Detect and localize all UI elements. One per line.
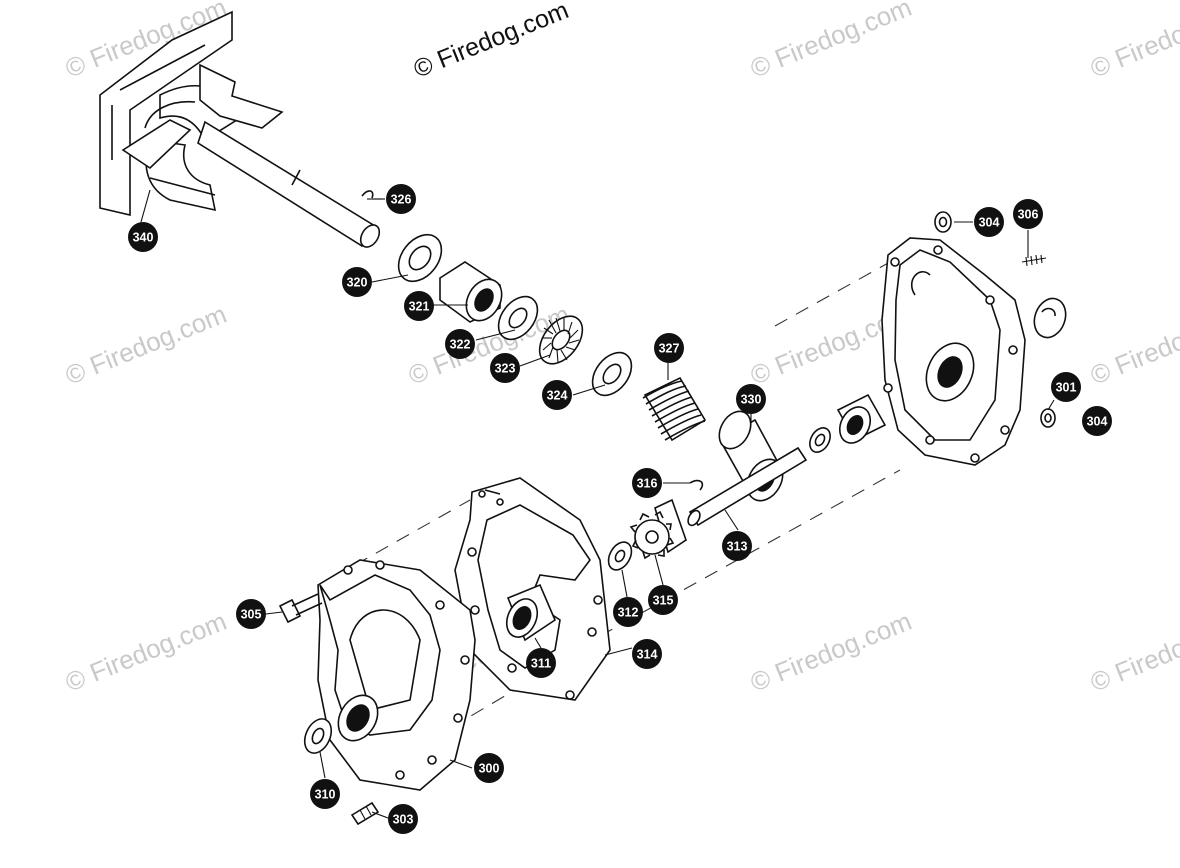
callout-label: 315 <box>653 594 674 608</box>
callout-311[interactable]: 311 <box>526 648 556 678</box>
part-323-thrust-bearing <box>538 315 584 365</box>
callout-312[interactable]: 312 <box>613 597 643 627</box>
callout-label: 304 <box>979 216 1000 230</box>
part-340-impeller-shaft <box>99 10 381 248</box>
callout-303[interactable]: 303 <box>388 804 418 834</box>
part-312-washer <box>607 541 633 571</box>
part-316-key <box>689 479 704 491</box>
part-303-screw <box>350 801 380 826</box>
callout-324[interactable]: 324 <box>542 380 572 410</box>
part-326-pin <box>361 190 382 200</box>
callout-label: 330 <box>741 393 762 407</box>
callout-321[interactable]: 321 <box>404 291 434 321</box>
callout-305[interactable]: 305 <box>236 599 266 629</box>
callout-label: 320 <box>347 276 368 290</box>
callout-label: 327 <box>659 342 680 356</box>
callout-label: 310 <box>315 788 336 802</box>
watermark-text: © Firedog.com <box>1086 299 1180 391</box>
callout-label: 316 <box>637 477 658 491</box>
part-306-screw <box>1021 254 1047 267</box>
part-310-seal <box>303 718 333 754</box>
callout-306[interactable]: 306 <box>1013 199 1043 229</box>
gasket-bolt-holes <box>467 547 603 700</box>
callout-label: 311 <box>531 657 551 671</box>
part-304-nut-right <box>1040 408 1056 428</box>
callouts: 326 340 320 321 322 323 324 327 <box>128 184 1112 834</box>
callout-301[interactable]: 301 <box>1051 372 1081 402</box>
watermark-main: © Firedog.com <box>410 0 573 84</box>
callout-323[interactable]: 323 <box>490 353 520 383</box>
callout-304-top[interactable]: 304 <box>974 207 1004 237</box>
callout-label: 324 <box>547 389 568 403</box>
callout-label: 304 <box>1087 415 1108 429</box>
watermark-text: © Firedog.com <box>1086 0 1180 84</box>
right-case-bolt-holes <box>883 245 1018 463</box>
part-315-gear <box>629 498 687 560</box>
callout-310[interactable]: 310 <box>310 779 340 809</box>
callout-315[interactable]: 315 <box>648 585 678 615</box>
callout-322[interactable]: 322 <box>445 329 475 359</box>
part-314-gasket <box>454 477 611 701</box>
part-324-washer <box>591 351 633 397</box>
callout-326[interactable]: 326 <box>386 184 416 214</box>
callout-label: 305 <box>241 608 262 622</box>
part-300-gear-case <box>317 559 476 791</box>
part-305-bolt <box>278 593 323 624</box>
callout-label: 326 <box>391 193 412 207</box>
callout-300[interactable]: 300 <box>474 753 504 783</box>
leader-lines <box>140 189 1055 819</box>
callout-label: 314 <box>637 648 658 662</box>
callout-label: 321 <box>409 300 430 314</box>
callout-label: 301 <box>1056 381 1077 395</box>
watermark-text: © Firedog.com <box>1086 606 1180 698</box>
callout-314[interactable]: 314 <box>632 639 662 669</box>
callout-label: 303 <box>393 813 414 827</box>
part-seal-right <box>1033 297 1067 339</box>
part-304-nut-top <box>934 211 952 233</box>
part-313-shaft <box>687 446 808 527</box>
part-322-thrust-washer <box>497 295 539 341</box>
watermark-text: © Firedog.com <box>61 606 231 698</box>
part-321-hub <box>439 261 503 323</box>
callout-340[interactable]: 340 <box>128 222 158 252</box>
watermark-text: © Firedog.com <box>61 299 231 391</box>
callout-label: 312 <box>618 606 639 620</box>
callout-316[interactable]: 316 <box>632 468 662 498</box>
part-bushing-right <box>809 393 887 453</box>
part-301-gear-case-right <box>881 237 1026 466</box>
part-327-worm-gear <box>642 376 707 442</box>
callout-label: 306 <box>1018 208 1039 222</box>
callout-327[interactable]: 327 <box>654 333 684 363</box>
part-320-washer <box>397 233 443 283</box>
callout-330[interactable]: 330 <box>736 384 766 414</box>
case-bolt-holes <box>343 560 470 780</box>
watermark-text: © Firedog.com <box>746 0 916 84</box>
callout-label: 322 <box>450 338 471 352</box>
callout-label: 300 <box>479 762 500 776</box>
callout-label: 323 <box>495 362 516 376</box>
callout-label: 313 <box>727 540 748 554</box>
callout-313[interactable]: 313 <box>722 531 752 561</box>
callout-304-right[interactable]: 304 <box>1082 406 1112 436</box>
callout-320[interactable]: 320 <box>342 267 372 297</box>
callout-label: 340 <box>133 231 154 245</box>
watermark-text: © Firedog.com <box>746 606 916 698</box>
